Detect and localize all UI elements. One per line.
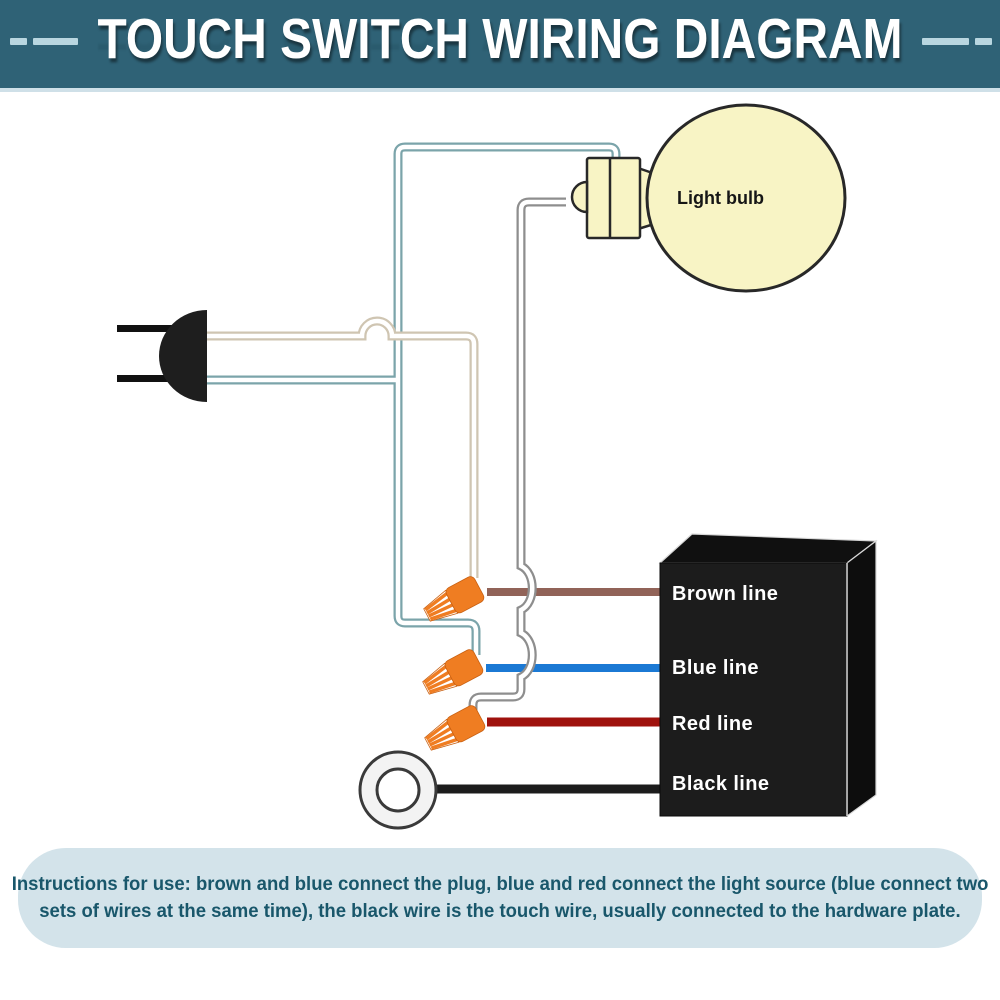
wire-gray <box>468 197 566 713</box>
instructions-line-2: sets of wires at the same time), the bla… <box>39 900 961 922</box>
plug-prong <box>117 375 189 382</box>
title-dash-left-short <box>10 38 27 45</box>
box-label-brown: Brown line <box>672 583 778 605</box>
box-top-face <box>658 533 878 564</box>
title-dash-left-long <box>33 38 78 45</box>
bulb-base <box>585 156 642 240</box>
instructions-box: Instructions for use: brown and blue con… <box>12 848 988 948</box>
box-label-black: Black line <box>672 773 769 795</box>
box-side-face <box>846 539 877 818</box>
light-bulb-label: Light bulb <box>677 188 764 208</box>
wire-teal <box>206 142 621 655</box>
title-dash-right-long <box>922 38 969 45</box>
title-dash-right-short <box>975 38 992 45</box>
instructions-line-1: Instructions for use: brown and blue con… <box>11 873 989 895</box>
light-bulb-icon: Light bulb <box>570 103 847 293</box>
wire-nut-blue <box>417 646 487 703</box>
bulb-contact-tip <box>570 180 589 214</box>
wire-tan <box>206 316 479 578</box>
plug-body <box>159 310 207 402</box>
box-label-red: Red line <box>672 713 753 735</box>
power-plug-icon <box>117 310 207 402</box>
header-banner: TOUCH SWITCH WIRING DIAGRAM TOUCH SWITCH… <box>0 0 1000 92</box>
touch-switch-box: Brown line Blue line Red line Black line <box>658 533 878 818</box>
wire-nut-red <box>419 702 489 759</box>
ring-terminal <box>358 750 438 830</box>
box-label-blue: Blue line <box>672 657 759 679</box>
bulb-globe <box>645 103 847 293</box>
page-title: TOUCH SWITCH WIRING DIAGRAM <box>97 7 903 71</box>
plug-prong <box>117 325 189 332</box>
